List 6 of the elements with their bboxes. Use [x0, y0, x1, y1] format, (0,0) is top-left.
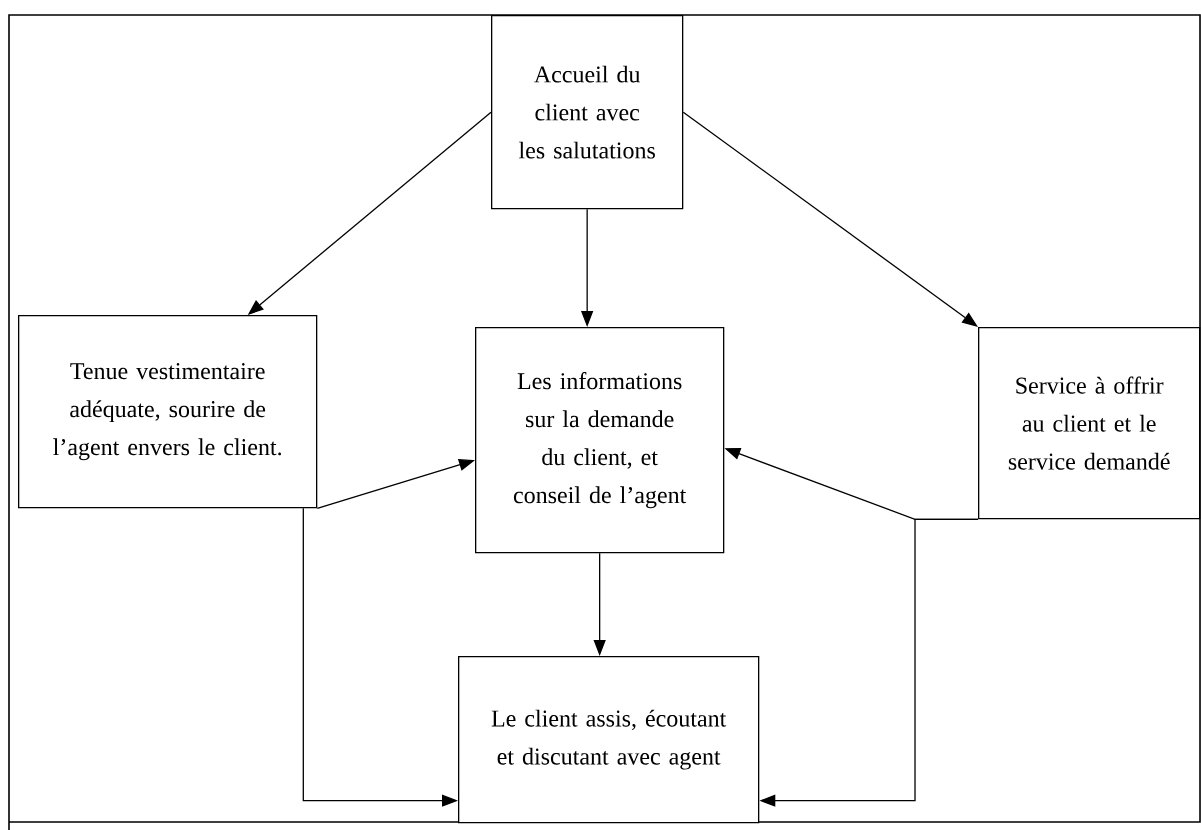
process-box: Les informations sur la demande du client, et conseil de l’agent	[475, 327, 725, 554]
process-box: Accueil du client avec les salutations	[491, 15, 684, 210]
arrow	[682, 111, 978, 327]
process-box: Tenue vestimentaire adéquate, sourire de l’agent envers le client.	[18, 315, 318, 509]
process-box: Service à offrir au client et le service demandé	[978, 327, 1201, 520]
process-box: Le client assis, écoutant et discutant avec agent	[458, 656, 760, 824]
